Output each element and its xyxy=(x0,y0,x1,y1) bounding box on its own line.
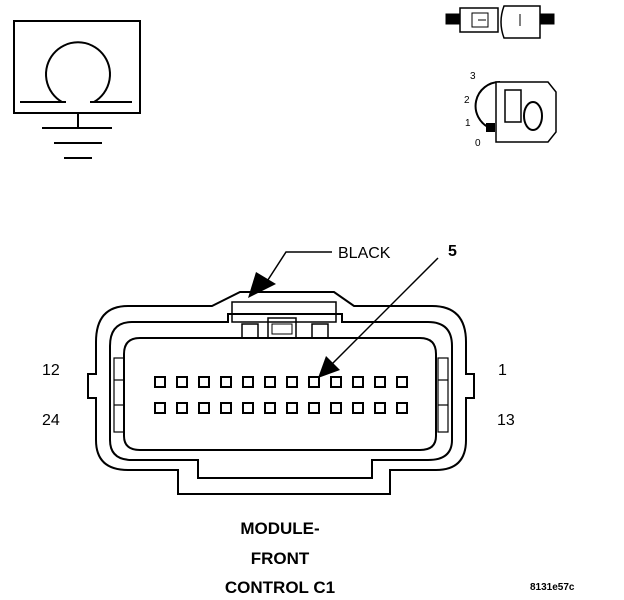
color-callout: BLACK xyxy=(248,245,391,298)
pin-cavity-16 xyxy=(330,402,342,414)
connector-mid-outline xyxy=(109,313,453,479)
figure-id: 8131e57c xyxy=(530,582,575,593)
caption-line-1: MODULE- xyxy=(240,519,320,538)
pin-cavity-23 xyxy=(176,402,188,414)
caption-line-3: CONTROL C1 xyxy=(224,578,336,597)
pin-cavity-3 xyxy=(352,376,364,388)
pin-cavity-24 xyxy=(154,402,166,414)
pin-cavity-1 xyxy=(396,376,408,388)
pin-cavity-12 xyxy=(154,376,166,388)
key-position-2: 2 xyxy=(464,95,470,106)
pin-callout: 5 xyxy=(318,243,457,378)
pin-label-top-right: 1 xyxy=(498,362,507,379)
connector-latch xyxy=(231,301,337,339)
pin-cavity-10 xyxy=(198,376,210,388)
pin-cavity-14 xyxy=(374,402,386,414)
pin-cavity-20 xyxy=(242,402,254,414)
pin-cavity-2 xyxy=(374,376,386,388)
pin-label-bottom-left: 24 xyxy=(42,412,60,429)
connector-face xyxy=(87,291,475,495)
connector-mating-icon xyxy=(445,5,555,39)
connector-side-ribs xyxy=(113,357,449,433)
pin-cavity-4 xyxy=(330,376,342,388)
key-position-1: 1 xyxy=(465,118,471,129)
connector-outer-housing xyxy=(87,291,475,495)
pin-cavity-19 xyxy=(264,402,276,414)
pin-label-bottom-right: 13 xyxy=(497,412,515,429)
connector-color-label: BLACK xyxy=(338,245,391,262)
connector-inner-cavity xyxy=(123,337,437,451)
pin-cavity-7 xyxy=(264,376,276,388)
pin-cavity-17 xyxy=(308,402,320,414)
pin-cavity-11 xyxy=(176,376,188,388)
pin-row-bottom xyxy=(154,402,408,414)
key-position-0: 0 xyxy=(475,138,481,149)
pin-cavity-8 xyxy=(242,376,254,388)
pin-cavity-9 xyxy=(220,376,232,388)
pin-cavity-13 xyxy=(396,402,408,414)
pin-cavity-22 xyxy=(198,402,210,414)
pin-row-top xyxy=(154,376,408,388)
key-switch-icon: 3 2 1 0 xyxy=(464,71,557,149)
pin-cavity-18 xyxy=(286,402,298,414)
callout-pin-number: 5 xyxy=(448,243,457,260)
pin-cavity-15 xyxy=(352,402,364,414)
key-position-3: 3 xyxy=(470,71,476,82)
pin-cavity-6 xyxy=(286,376,298,388)
caption-line-2: FRONT xyxy=(250,549,310,568)
ground-symbol-icon xyxy=(13,20,141,159)
pin-cavity-5 xyxy=(308,376,320,388)
pin-label-top-left: 12 xyxy=(42,362,60,379)
pin-cavity-21 xyxy=(220,402,232,414)
